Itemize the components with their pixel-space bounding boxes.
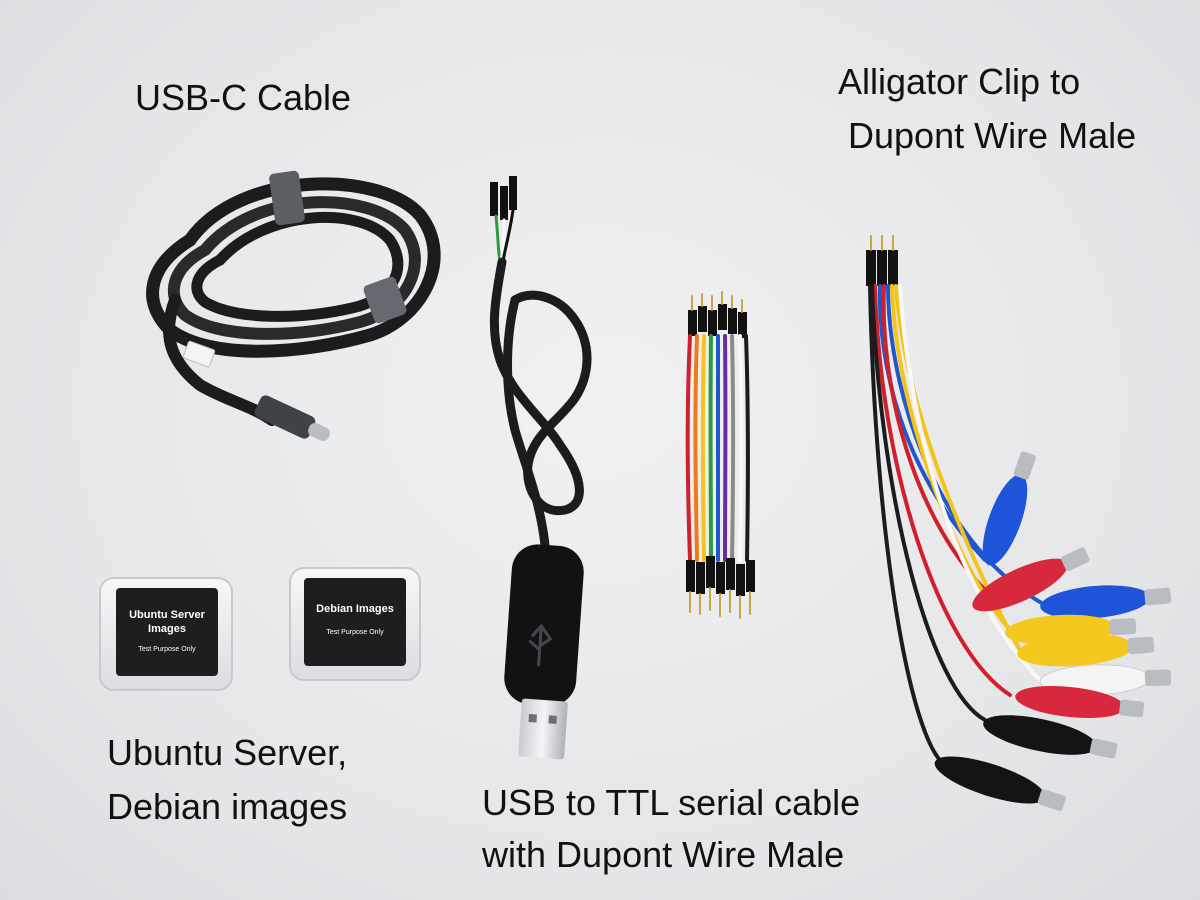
usb-symbol-icon xyxy=(528,623,552,667)
ttl-cable-label-line2: with Dupont Wire Male xyxy=(482,834,845,875)
jumper-wires xyxy=(685,334,750,562)
alligator-wires xyxy=(868,284,1047,767)
sd-card-debian-subtitle: Test Purpose Only xyxy=(326,629,384,636)
usb-a-plug xyxy=(518,698,568,760)
images-label-line2: Debian images xyxy=(107,786,348,827)
alligator-header xyxy=(866,250,898,286)
usb-ttl-cable xyxy=(489,176,592,760)
alligator-clip-label-line1: Alligator Clip to xyxy=(838,61,1081,102)
usb-c-cable-strap-top xyxy=(269,170,305,226)
alligator-clip-set xyxy=(866,235,1172,811)
dupont-jumper-bundle xyxy=(685,291,755,619)
jumper-bottom-headers xyxy=(686,556,755,596)
usb-c-connector-boot xyxy=(254,395,316,439)
usb-c-cable-label-tag xyxy=(182,340,216,368)
alligator-clip-blue-top xyxy=(982,451,1036,566)
alligator-header-pins xyxy=(870,235,894,251)
images-label-line1: Ubuntu Server, xyxy=(107,732,348,773)
usb-c-cable-coil-inner xyxy=(191,212,404,322)
alligator-clip-label-line2: Dupont Wire Male xyxy=(848,115,1137,156)
usb-c-cable xyxy=(146,170,441,442)
ttl-cable-body xyxy=(489,257,592,516)
sd-card-debian-face xyxy=(304,578,406,666)
ttl-dupont-housing-1 xyxy=(490,182,498,216)
jumper-top-pins xyxy=(691,291,743,313)
ttl-dupont-housing-2 xyxy=(500,186,508,220)
sd-card-ubuntu: Ubuntu Server Images Test Purpose Only xyxy=(99,577,233,691)
alligator-clip-yellow-2 xyxy=(1017,633,1155,667)
sd-card-debian-title-1: Debian Images xyxy=(316,603,394,615)
sd-card-ubuntu-face xyxy=(116,588,218,676)
usb-c-cable-coil-outer xyxy=(146,177,441,358)
ttl-adapter-body xyxy=(504,544,584,706)
usb-c-connector-plug xyxy=(308,422,330,442)
sd-card-ubuntu-subtitle: Test Purpose Only xyxy=(138,646,196,653)
usb-c-cable-coil-tail xyxy=(163,294,278,426)
alligator-clip-blue-2 xyxy=(1040,585,1172,619)
alligator-clip-black-1 xyxy=(983,715,1118,759)
ttl-wire-green xyxy=(494,214,502,264)
ttl-cable-label-line1: USB to TTL serial cable xyxy=(482,782,861,823)
usb-c-cable-strap-right xyxy=(363,276,407,324)
ttl-cable-loop xyxy=(503,295,550,550)
usb-c-cable-label: USB-C Cable xyxy=(135,77,352,118)
alligator-clip-black-2 xyxy=(934,756,1066,811)
jumper-bottom-pins xyxy=(689,587,751,619)
sd-card-ubuntu-title-1: Ubuntu Server xyxy=(129,609,206,621)
usb-a-plug-hole-right xyxy=(548,715,557,724)
sd-card-debian: Debian Images Test Purpose Only xyxy=(289,567,421,681)
jumper-top-headers xyxy=(688,304,747,338)
usb-c-cable-coil-mid xyxy=(167,196,421,340)
ttl-dupont-housing-3 xyxy=(509,176,517,210)
usb-a-plug-hole-left xyxy=(528,713,537,723)
alligator-clip-red-2 xyxy=(1015,686,1145,718)
sd-card-ubuntu-title-2: Images xyxy=(148,623,186,635)
alligator-clip-red-1 xyxy=(972,547,1090,612)
